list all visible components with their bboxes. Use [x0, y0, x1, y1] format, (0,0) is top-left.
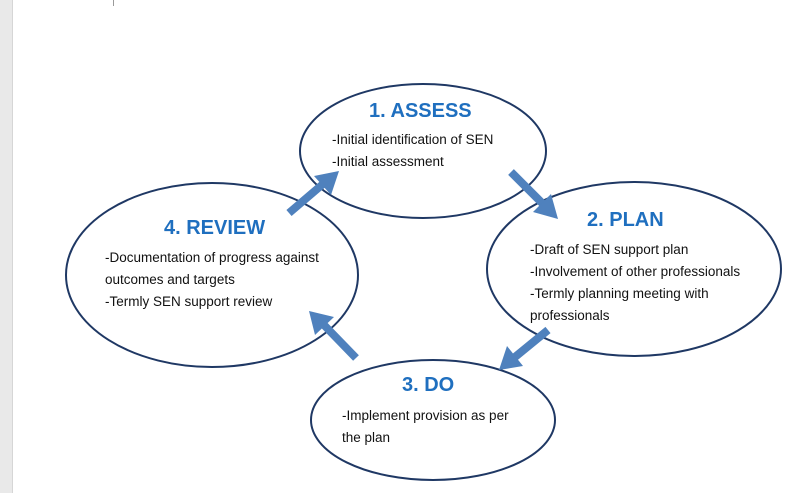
plan-ellipse: [486, 181, 782, 357]
page-corner-mark: [113, 0, 114, 6]
review-item: -Termly SEN support review: [105, 294, 273, 309]
do-item: -Implement provision as per the plan: [342, 408, 509, 445]
do-title: 3. DO: [402, 374, 455, 396]
review-items: -Documentation of progress against outco…: [105, 247, 345, 313]
arrow-assess-to-plan: [508, 169, 558, 219]
review-title: 4. REVIEW: [164, 217, 266, 239]
assess-items: -Initial identification of SEN -Initial …: [332, 129, 532, 173]
assess-title: 1. ASSESS: [369, 100, 472, 122]
assess-item: -Initial assessment: [332, 154, 444, 169]
review-item: -Documentation of progress against outco…: [105, 250, 319, 287]
plan-title: 2. PLAN: [587, 209, 664, 231]
arrow-plan-to-do: [499, 326, 551, 370]
arrow-review-to-assess: [286, 171, 339, 217]
assess-ellipse: [299, 83, 547, 219]
document-left-margin: [0, 0, 13, 493]
review-ellipse: [65, 182, 359, 368]
plan-items: -Draft of SEN support plan -Involvement …: [530, 239, 770, 327]
do-ellipse: [310, 359, 556, 481]
assess-item: -Initial identification of SEN: [332, 132, 494, 147]
plan-item: -Draft of SEN support plan: [530, 242, 689, 257]
arrow-do-to-review: [309, 311, 359, 361]
do-items: -Implement provision as per the plan: [342, 405, 517, 449]
plan-item: -Involvement of other professionals: [530, 264, 741, 279]
plan-item: -Termly planning meeting with profession…: [530, 286, 709, 323]
